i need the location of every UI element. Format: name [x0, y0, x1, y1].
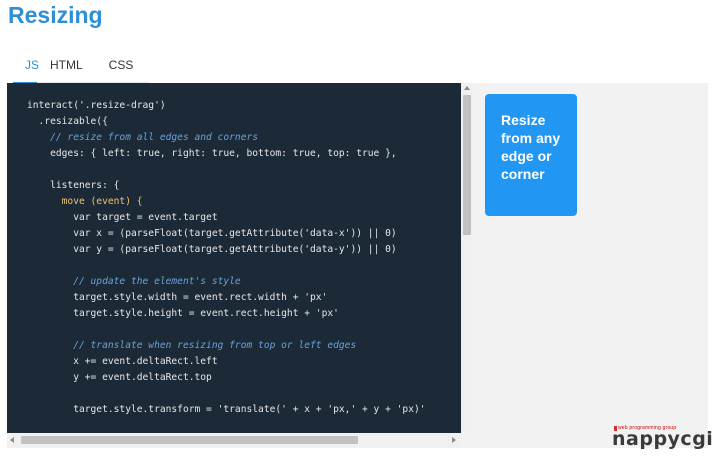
tab-css[interactable]: CSS [108, 58, 134, 72]
scroll-right-icon[interactable] [452, 437, 456, 443]
horizontal-scroll-thumb[interactable] [21, 436, 358, 444]
code-line [27, 386, 461, 402]
code-line: var y = (parseFloat(target.getAttribute(… [27, 244, 397, 255]
code-editor[interactable]: interact('.resize-drag') .resizable({ //… [7, 83, 461, 433]
scroll-up-icon[interactable] [464, 86, 470, 90]
watermark-tagline: web programming group [618, 425, 677, 431]
code-line: edges: { left: true, right: true, bottom… [27, 148, 397, 159]
code-line: // resize from all edges and corners [27, 132, 259, 143]
code-line: target.style.height = event.rect.height … [27, 308, 339, 319]
code-line: listeners: { [27, 180, 120, 191]
scroll-left-icon[interactable] [10, 437, 14, 443]
code-line [27, 258, 461, 274]
watermark-logo: web programming group nappycgi [612, 425, 713, 451]
code-line: y += event.deltaRect.top [27, 372, 212, 383]
resize-drag-box[interactable]: Resize from any edge or corner [485, 94, 577, 216]
demo-panel: interact('.resize-drag') .resizable({ //… [7, 83, 708, 448]
code-line: // update the element's style [27, 276, 241, 287]
code-line: .resizable({ [27, 116, 108, 127]
tab-js[interactable]: JS [13, 54, 39, 84]
code-line: target.style.width = event.rect.width + … [27, 292, 328, 303]
code-tabs: JS HTML CSS [13, 54, 149, 84]
code-line: var target = event.target [27, 212, 218, 223]
horizontal-scrollbar[interactable] [7, 433, 461, 447]
vertical-scrollbar[interactable] [461, 83, 473, 433]
code-line: target.style.transform = 'translate(' + … [27, 404, 426, 415]
tab-html[interactable]: HTML [50, 58, 83, 72]
code-content: interact('.resize-drag') .resizable({ //… [7, 83, 461, 418]
code-line [27, 322, 461, 338]
logo-mark-icon [614, 426, 617, 431]
code-line: // translate when resizing from top or l… [27, 340, 357, 351]
watermark-name: nappycgi [612, 428, 714, 450]
vertical-scroll-thumb[interactable] [463, 95, 471, 235]
page-title: Resizing [8, 2, 103, 28]
code-line: move (event) { [27, 196, 143, 207]
code-line: interact('.resize-drag') [27, 100, 166, 111]
code-line [27, 162, 461, 178]
code-line: x += event.deltaRect.left [27, 356, 218, 367]
code-line: var x = (parseFloat(target.getAttribute(… [27, 228, 397, 239]
